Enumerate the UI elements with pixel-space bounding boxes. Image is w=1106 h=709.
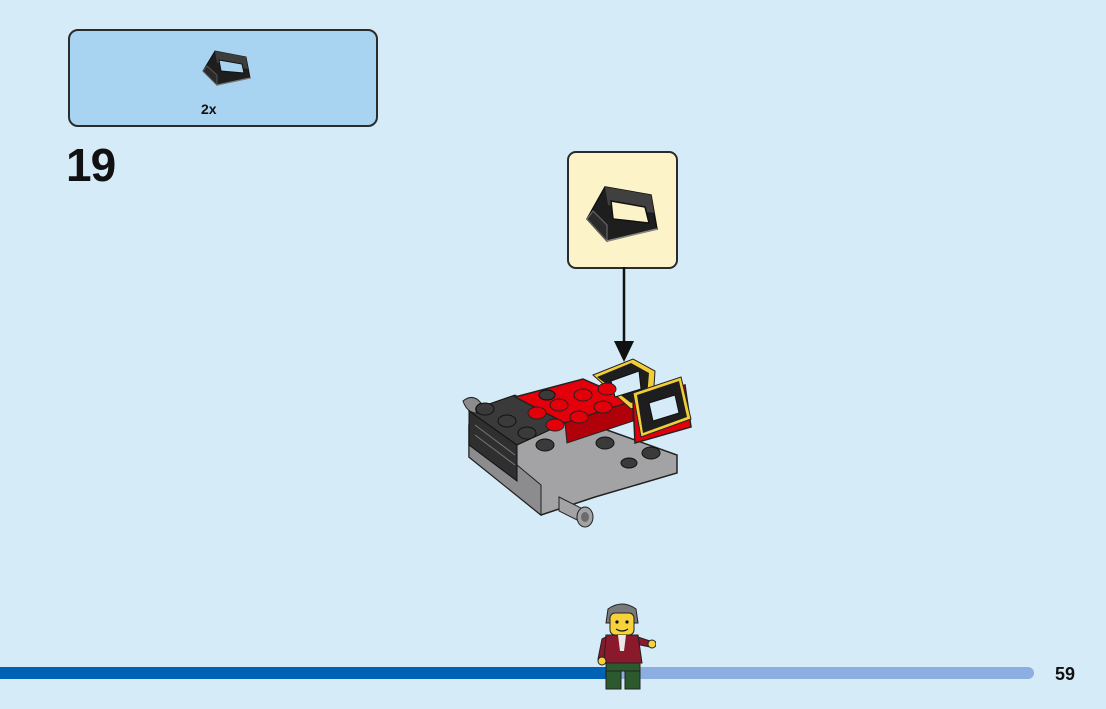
black-tile-holder-icon [586, 186, 658, 243]
page-number: 59 [1055, 664, 1076, 684]
part-quantity: 2x [201, 101, 217, 117]
progress-bar-fill [0, 667, 614, 679]
minifigure-mascot [597, 603, 656, 690]
progress-bar [0, 667, 1034, 679]
down-arrow-icon [614, 267, 634, 362]
black-tile-holder-icon [202, 50, 251, 87]
vehicle-chassis-model [462, 358, 692, 528]
parts-list-box: 2x [68, 29, 378, 127]
step-number: 19 [66, 139, 116, 191]
callout-box [567, 151, 678, 269]
